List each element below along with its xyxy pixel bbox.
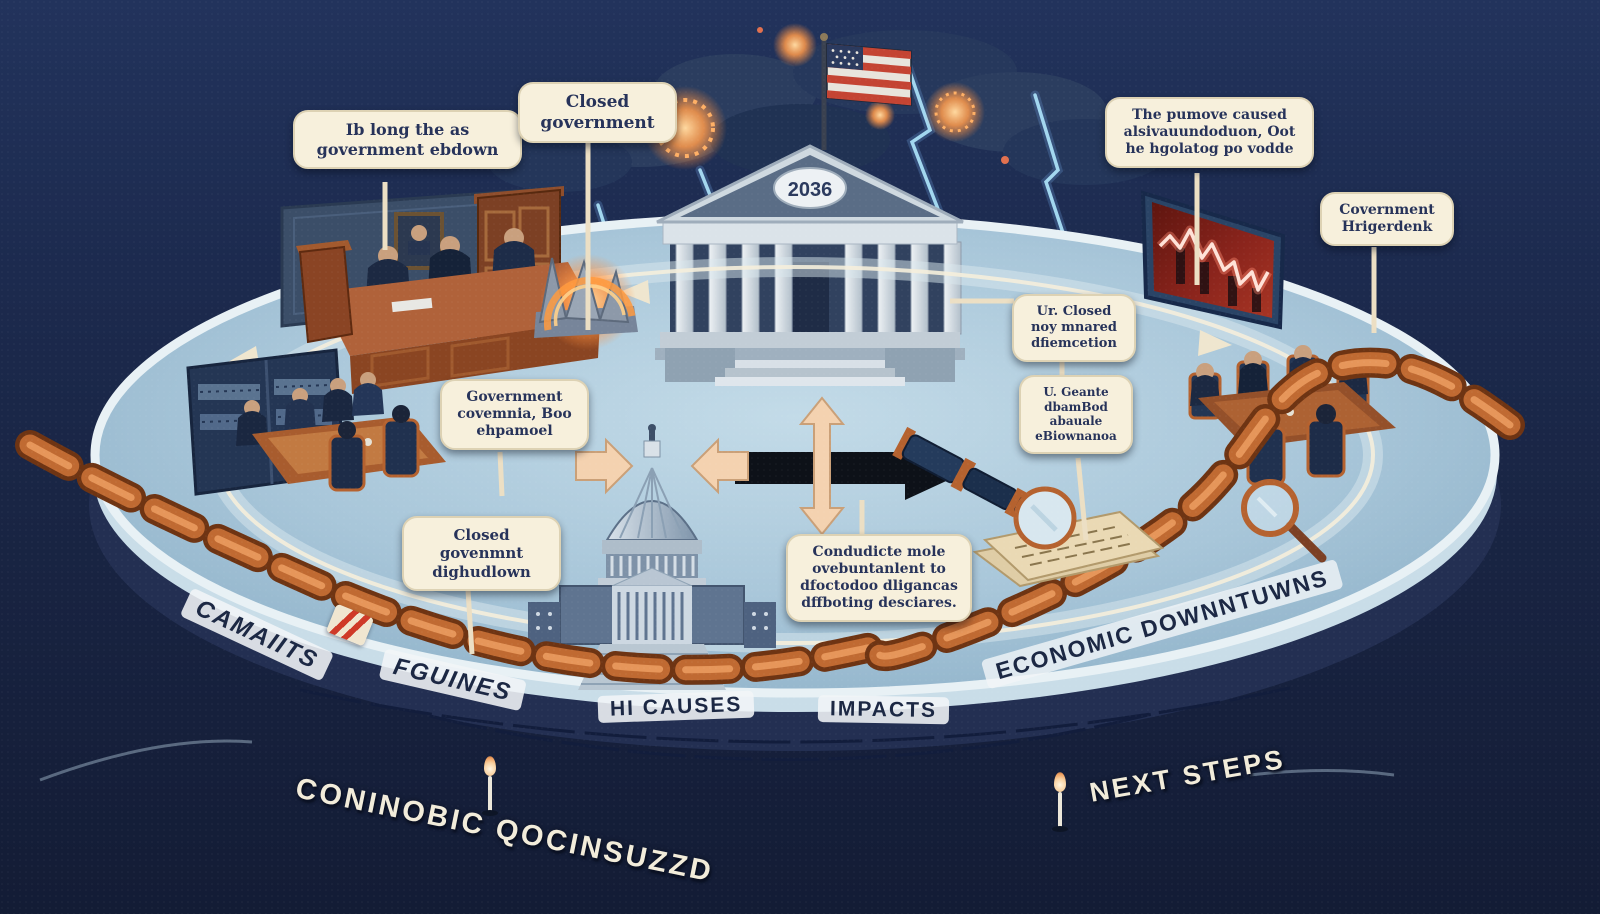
shutdown-infographic: 2036 [0, 0, 1600, 914]
grain-texture [0, 0, 1600, 914]
illustration-canvas: 2036 [0, 0, 1600, 914]
